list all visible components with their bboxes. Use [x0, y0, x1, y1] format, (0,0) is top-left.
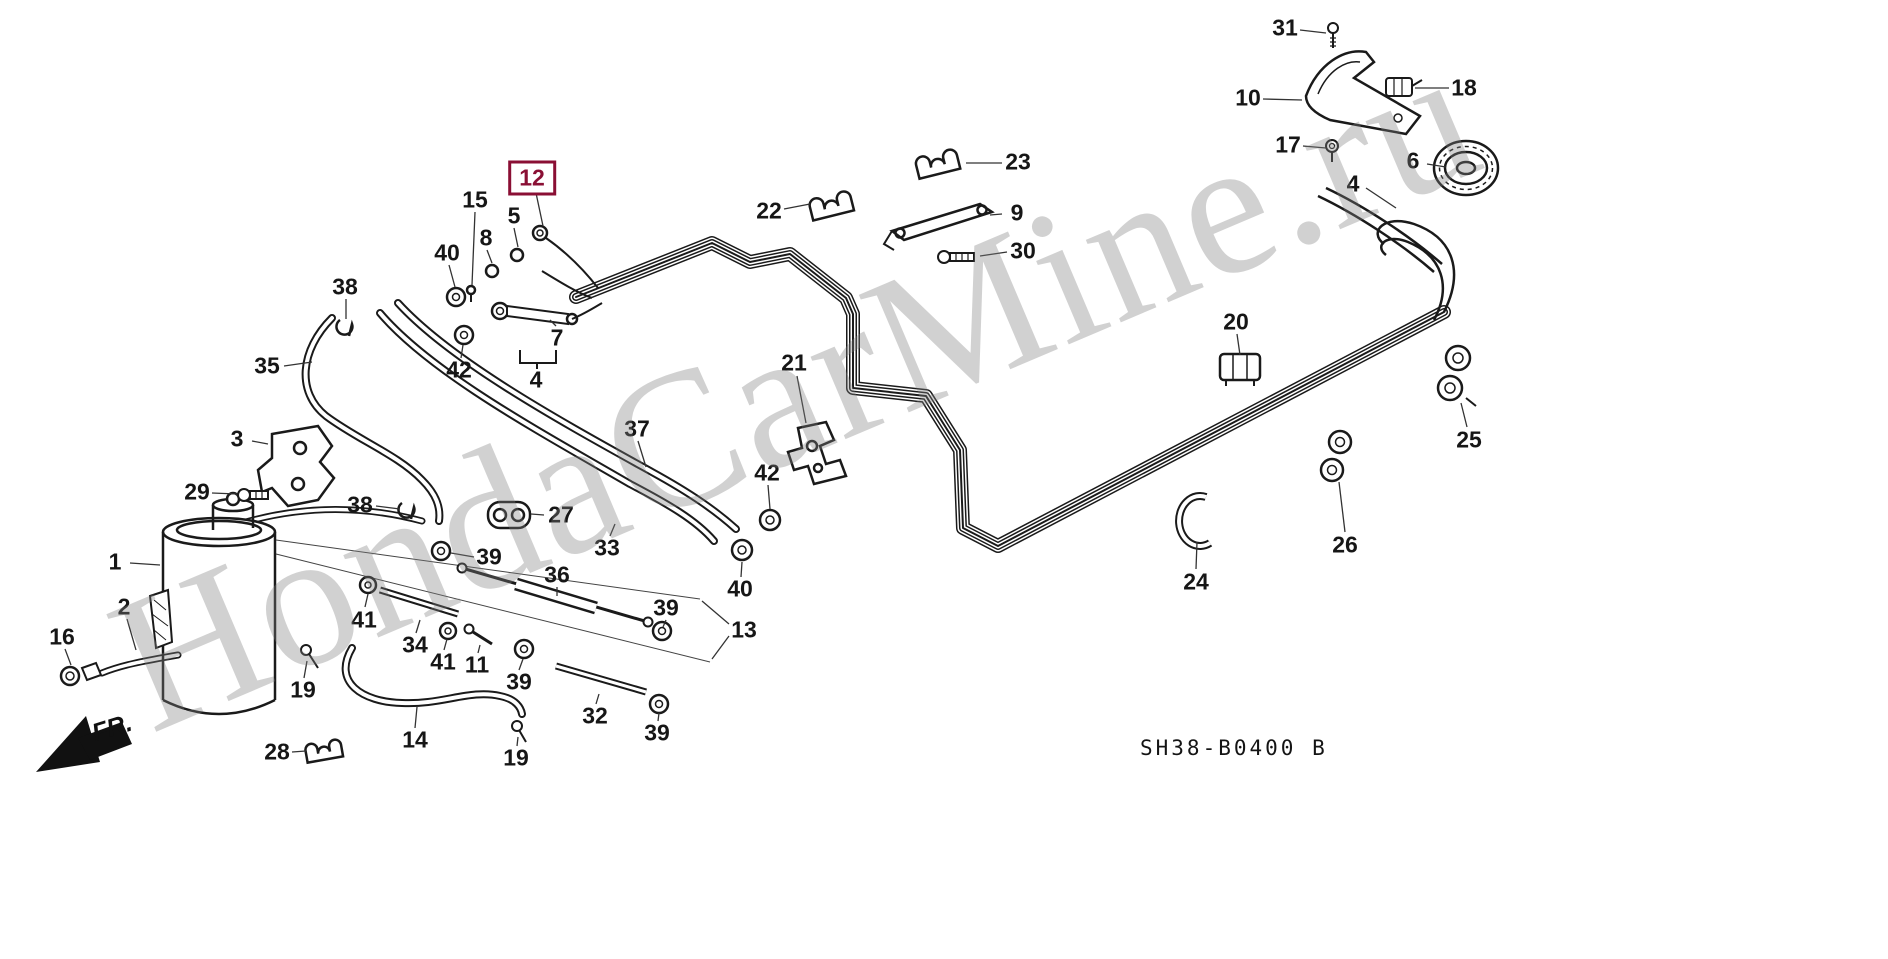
part-label-31-0[interactable]: 31	[1272, 14, 1298, 41]
canister	[148, 491, 277, 716]
part-label-10-1[interactable]: 10	[1235, 84, 1261, 111]
clip-38-mid	[397, 501, 416, 520]
bolt-11	[463, 623, 493, 646]
part-label-42-17[interactable]: 42	[446, 356, 472, 383]
connector-pipes	[519, 237, 603, 369]
part-label-38-27[interactable]: 38	[347, 491, 373, 518]
construction-lines	[275, 539, 711, 663]
part-label-37-22[interactable]: 37	[624, 415, 650, 442]
part-label-16-43[interactable]: 16	[49, 623, 75, 650]
clip-38-top	[335, 318, 354, 337]
part-label-13-39[interactable]: 13	[731, 616, 757, 643]
grommet-6	[1432, 139, 1500, 197]
bracket-3	[256, 424, 336, 508]
part-label-7-18[interactable]: 7	[550, 324, 564, 351]
connector-8	[484, 263, 500, 279]
bracket-21	[786, 420, 848, 486]
part-label-35-16[interactable]: 35	[254, 352, 280, 379]
leader-lines	[64, 29, 1468, 753]
clamp-23	[914, 148, 962, 181]
part-label-25-24[interactable]: 25	[1456, 426, 1482, 453]
part-label-30-9[interactable]: 30	[1010, 237, 1036, 264]
part-label-26-29[interactable]: 26	[1332, 531, 1358, 558]
screw-31	[1327, 22, 1339, 48]
part-label-39-44[interactable]: 39	[506, 668, 532, 695]
clamp-25	[1436, 344, 1477, 407]
part-label-24-34[interactable]: 24	[1183, 568, 1209, 595]
bolt-17	[1325, 139, 1339, 162]
part-label-22-7[interactable]: 22	[756, 197, 782, 224]
part-label-3-23[interactable]: 3	[230, 425, 244, 452]
clamp-27	[486, 500, 532, 530]
clip-20	[1218, 352, 1262, 386]
part-label-4-5[interactable]: 4	[1346, 170, 1360, 197]
part-label-14-48[interactable]: 14	[402, 726, 428, 753]
part-label-15-11[interactable]: 15	[462, 186, 488, 213]
clamps-39-41-40-42	[358, 508, 782, 715]
part-label-27-28[interactable]: 27	[548, 501, 574, 528]
connector-cluster	[445, 224, 579, 346]
part-label-39-38[interactable]: 39	[653, 594, 679, 621]
part-label-12-10[interactable]: 12	[508, 160, 556, 196]
fuel-pipe-36	[456, 562, 654, 628]
part-label-41-37[interactable]: 41	[351, 606, 377, 633]
part-label-32-46[interactable]: 32	[582, 702, 608, 729]
part-label-17-3[interactable]: 17	[1275, 131, 1301, 158]
part-label-21-21[interactable]: 21	[781, 349, 807, 376]
clip-28	[304, 738, 345, 765]
bracket-9	[882, 202, 995, 251]
clip-18	[1385, 77, 1423, 97]
bracket-10	[1304, 50, 1422, 136]
part-label-1-32[interactable]: 1	[108, 548, 122, 575]
clamp-22	[808, 190, 856, 223]
part-label-19-45[interactable]: 19	[290, 676, 316, 703]
connector-5	[509, 247, 525, 263]
part-label-5-12[interactable]: 5	[507, 202, 521, 229]
fuel-pipe-34	[378, 586, 460, 618]
diagram-code: SH38-B0400 B	[1140, 736, 1328, 760]
part-label-4-19[interactable]: 4	[529, 366, 543, 393]
part-label-20-20[interactable]: 20	[1223, 308, 1249, 335]
part-label-29-26[interactable]: 29	[184, 478, 210, 505]
pipe-end-curls	[1317, 186, 1456, 321]
fuel-pipe-32	[555, 662, 647, 696]
part-label-18-2[interactable]: 18	[1451, 74, 1477, 101]
part-label-39-47[interactable]: 39	[644, 719, 670, 746]
part-label-8-13[interactable]: 8	[479, 224, 493, 251]
part-label-19-49[interactable]: 19	[503, 744, 529, 771]
clamp-40-top	[445, 286, 467, 308]
part-label-28-50[interactable]: 28	[264, 738, 290, 765]
part-label-39-31[interactable]: 39	[476, 543, 502, 570]
part-label-38-15[interactable]: 38	[332, 273, 358, 300]
fitting-16	[59, 661, 103, 687]
clamp-42-top	[453, 324, 475, 346]
clamp-26	[1319, 429, 1353, 483]
part-label-40-35[interactable]: 40	[727, 575, 753, 602]
bolts-19	[300, 644, 527, 743]
part-label-33-30[interactable]: 33	[594, 534, 620, 561]
bolt-29	[237, 488, 269, 502]
part-label-11-42[interactable]: 11	[464, 651, 490, 678]
part-label-41-41[interactable]: 41	[430, 648, 456, 675]
part-label-36-33[interactable]: 36	[544, 561, 570, 588]
bolt-30	[937, 250, 975, 264]
part-label-40-14[interactable]: 40	[434, 239, 460, 266]
part-label-23-6[interactable]: 23	[1005, 148, 1031, 175]
part-label-34-40[interactable]: 34	[402, 631, 428, 658]
fr-arrow-icon	[36, 716, 132, 772]
part-label-2-36[interactable]: 2	[117, 593, 131, 620]
part-label-9-8[interactable]: 9	[1010, 199, 1024, 226]
part-label-6-4[interactable]: 6	[1406, 147, 1420, 174]
part-label-42-25[interactable]: 42	[754, 459, 780, 486]
connector-12	[531, 224, 549, 242]
